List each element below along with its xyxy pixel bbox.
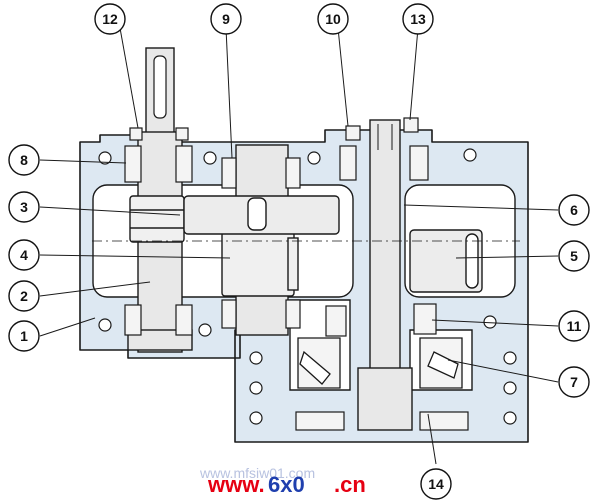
svg-text:6: 6 [570, 202, 578, 218]
callout-2: 2 [8, 280, 40, 312]
bearings [124, 145, 437, 337]
svg-text:11: 11 [567, 318, 582, 334]
callout-3: 3 [8, 191, 40, 223]
callout-11: 11 [558, 310, 590, 342]
bearing-mid-lower-left [221, 299, 237, 329]
callout-1: 1 [8, 320, 40, 352]
svg-text:8: 8 [20, 152, 28, 168]
svg-text:2: 2 [20, 288, 28, 304]
bearing-mid-lower-right [285, 299, 301, 329]
callout-6: 6 [558, 194, 590, 226]
intermediate-gear [221, 231, 299, 297]
callout-14: 14 [420, 468, 452, 500]
callout-5: 5 [558, 240, 590, 272]
callout-9: 9 [210, 3, 242, 35]
input-shaft-keyway [153, 55, 167, 119]
brand-watermark: www. 6x0 .cn [207, 472, 366, 497]
output-shaft [357, 119, 413, 431]
pinion-gear [129, 195, 185, 243]
faint-watermark: www.mfsiw01.com [199, 465, 315, 481]
svg-text:10: 10 [325, 11, 341, 27]
tapered-bearings [297, 337, 463, 389]
svg-text:14: 14 [428, 476, 444, 492]
bearing-output-lower-left [325, 305, 347, 337]
svg-text:13: 13 [410, 11, 426, 27]
svg-text:1: 1 [20, 328, 28, 344]
svg-text:6x0: 6x0 [268, 472, 305, 497]
bearing-mid-upper-left [221, 157, 237, 189]
svg-text:.cn: .cn [334, 472, 366, 497]
svg-text:4: 4 [20, 247, 28, 263]
output-shaft-splines [377, 124, 393, 150]
bearing-input-lower-left [124, 304, 142, 336]
top-seals [129, 117, 419, 141]
svg-text:www.: www. [207, 472, 265, 497]
callout-12: 12 [94, 3, 126, 35]
leader-lines [39, 27, 559, 465]
bearing-output-upper-left [339, 145, 357, 181]
callout-4: 4 [8, 239, 40, 271]
bearing-input-lower-right [175, 304, 193, 336]
bearing-input-upper-right [175, 145, 193, 183]
svg-text:5: 5 [570, 248, 578, 264]
callout-10: 10 [317, 3, 349, 35]
bearing-output-lower-right [413, 303, 437, 335]
bearing-mid-upper-right [285, 157, 301, 189]
output-gear [409, 229, 483, 293]
svg-text:3: 3 [20, 199, 28, 215]
svg-text:12: 12 [102, 11, 118, 27]
bearing-output-upper-right [409, 145, 429, 181]
bottom-seal [295, 411, 469, 431]
bearing-input-upper-left [124, 145, 142, 183]
bolt-holes [98, 148, 517, 425]
callout-13: 13 [402, 3, 434, 35]
svg-text:9: 9 [222, 11, 230, 27]
callout-8: 8 [8, 144, 40, 176]
callout-7: 7 [558, 366, 590, 398]
svg-text:7: 7 [570, 374, 578, 390]
upper-gear-shaft [183, 195, 340, 235]
